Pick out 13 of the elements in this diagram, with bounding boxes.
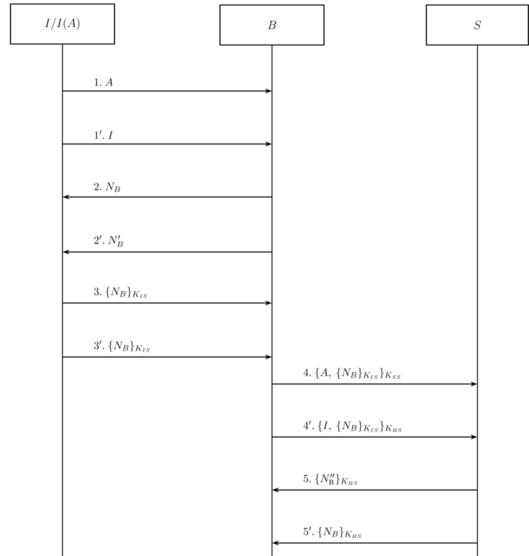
edge-label: $1.\ A$	[94, 78, 113, 86]
edge-label: $4.\ \{A,\ \{N_B\}_{K_{IS}}\}_{K_{SS}}$	[304, 368, 400, 379]
edge-label: $3'.\ \{N_B\}_{K_{IS}}$	[94, 340, 150, 352]
edge-label: $5.\ \{N''_{\mathrm{B}}\}_{K_{BS}}$	[304, 474, 358, 485]
participant-box: $S$	[426, 4, 529, 46]
participant-box: $I/I(A)$	[10, 3, 116, 45]
edge-label: $1'.\ I$	[94, 130, 114, 139]
edge-label: $2'.\ N'_B$	[94, 235, 123, 247]
edge-label: $2.\ N_B$	[94, 182, 120, 192]
edge-label: $3.\ \{N_B\}_{K_{IS}}$	[94, 286, 147, 298]
participant-box: $B$	[219, 4, 325, 46]
edge-label: $5'.\ \{N_B\}_{K_{BS}}$	[304, 526, 361, 538]
edge-label: $4'.\ \{I,\ \{N_B\}_{K_{IS}}\}_{K_{BS}}$	[304, 420, 402, 432]
